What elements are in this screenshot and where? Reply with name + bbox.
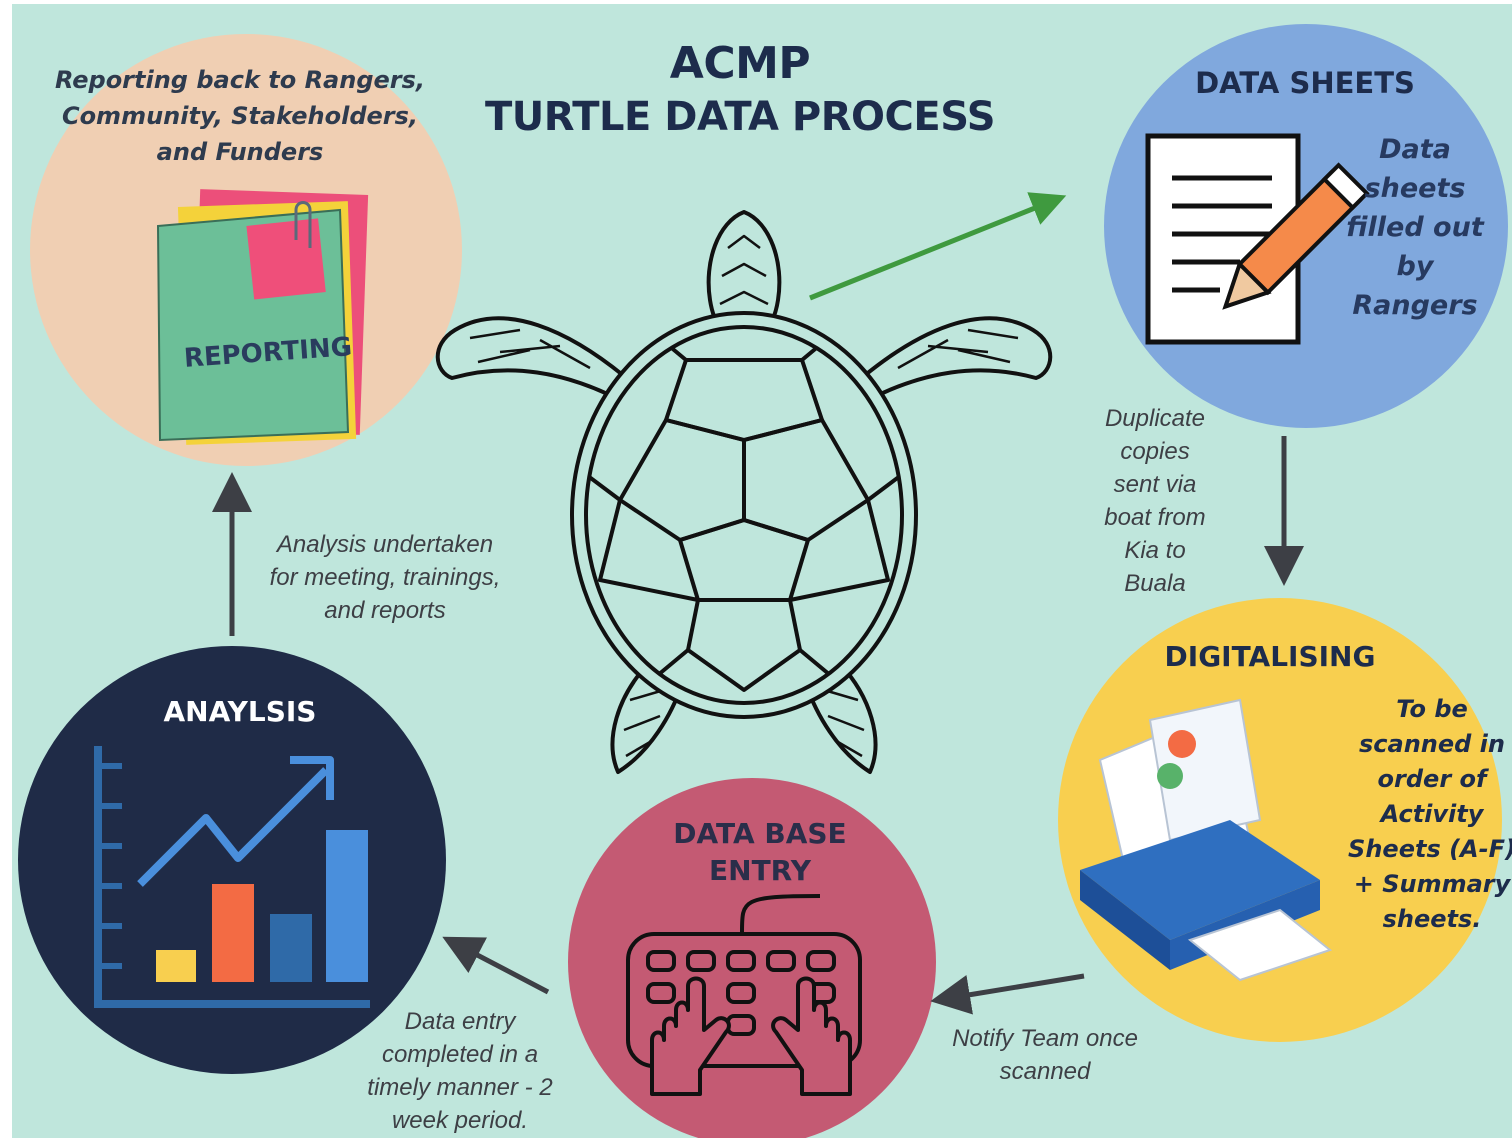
- data-entry-note: Data entry completed in a timely manner …: [367, 1008, 553, 1134]
- trend-arrow-icon: [137, 756, 334, 887]
- notify-arrow: [930, 973, 1085, 1015]
- duplicate-copies-note: Duplicate copies sent via boat from Kia …: [1104, 405, 1206, 597]
- notify-team-note: Notify Team once scanned: [952, 1025, 1138, 1085]
- data-sheets-title: DATA SHEETS: [1195, 66, 1415, 100]
- title-line-2: TURTLE DATA PROCESS: [484, 94, 996, 140]
- entry-arrow: [442, 936, 550, 995]
- printer-icon: [1080, 698, 1333, 982]
- analysis-note: Analysis undertaken for meeting, trainin…: [269, 531, 501, 624]
- pencil-icon: [1222, 162, 1370, 310]
- sea-turtle-icon: [435, 210, 1053, 774]
- data-sheets-description: Data sheets filled out by Rangers: [1346, 134, 1484, 321]
- green-arrow: [809, 192, 1067, 301]
- folder-icon: [156, 189, 369, 445]
- analysis-title: ANAYLSIS: [163, 695, 317, 728]
- digitalising-title: DIGITALISING: [1164, 640, 1376, 673]
- database-entry-title: DATA BASE ENTRY: [673, 817, 847, 887]
- digitalising-description: To be scanned in order of Activity Sheet…: [1348, 695, 1512, 933]
- keyboard-icon: [626, 894, 862, 1068]
- paperclip-icon: [294, 201, 312, 248]
- title-line-1: ACMP: [669, 38, 811, 89]
- bar-chart-icon: [94, 746, 370, 1008]
- reporting-description: Reporting back to Rangers, Community, St…: [54, 66, 426, 166]
- hands-icon: [650, 976, 852, 1096]
